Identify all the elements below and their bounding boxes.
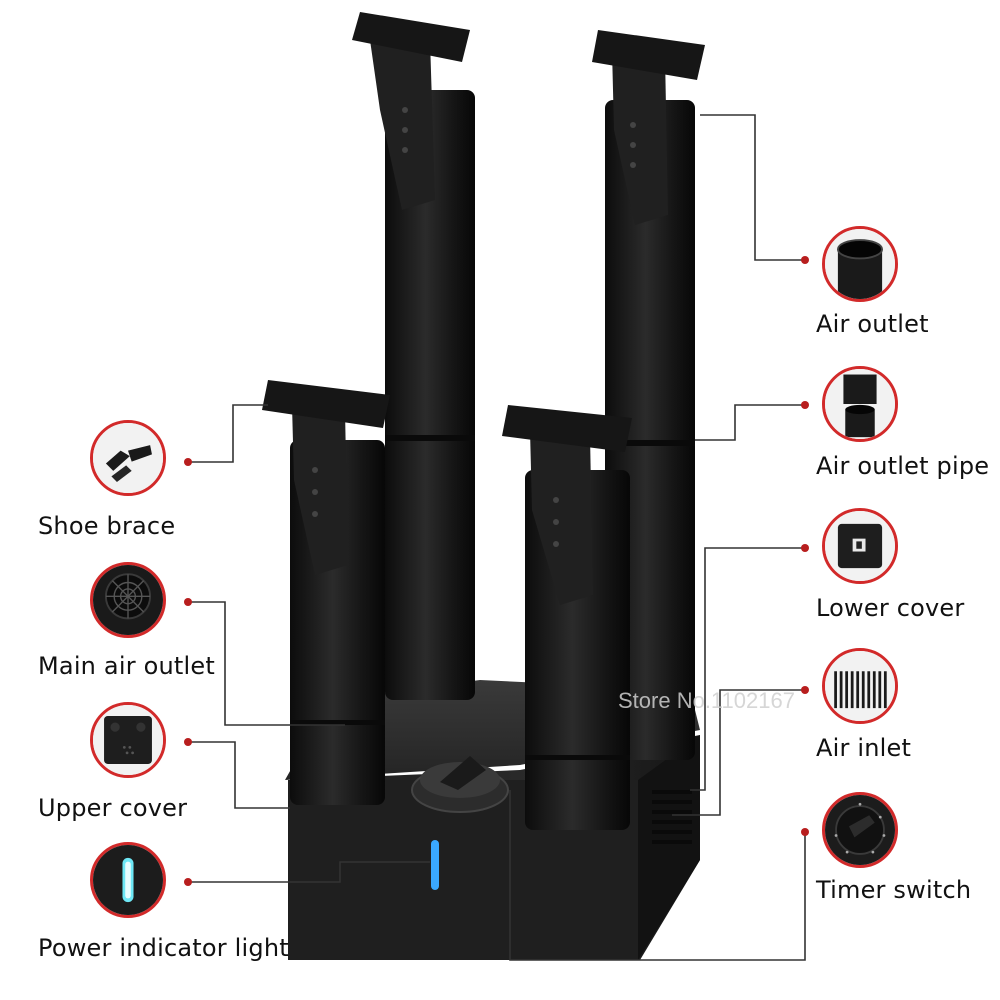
main-air-outlet-thumbnail xyxy=(90,562,166,638)
leader-dots xyxy=(184,256,809,886)
tube-back-left xyxy=(352,12,475,700)
leader-power-indicator xyxy=(188,861,430,883)
timer-knob xyxy=(411,756,509,813)
label-power-indicator-light: Power indicator light xyxy=(38,934,289,962)
label-air-inlet: Air inlet xyxy=(816,734,912,762)
shoe-brace-thumbnail xyxy=(90,420,166,496)
upper-cover-thumbnail xyxy=(90,702,166,778)
leader-main-air-outlet xyxy=(188,601,345,726)
tube-front-left xyxy=(262,380,390,805)
label-air-outlet-pipe: Air outlet pipe xyxy=(816,452,990,480)
leader-shoe-brace xyxy=(188,404,268,463)
store-watermark: Store No.1102167 xyxy=(618,688,795,713)
leader-lower-cover xyxy=(690,547,805,791)
leader-lines xyxy=(188,114,806,961)
air-outlet-thumbnail xyxy=(822,226,898,302)
label-shoe-brace: Shoe brace xyxy=(38,512,176,540)
leader-upper-cover xyxy=(188,741,290,809)
air-outlet-pipe-thumbnail xyxy=(822,366,898,442)
label-air-outlet: Air outlet xyxy=(816,310,929,338)
power-indicator-led xyxy=(431,840,439,890)
timer-switch-thumbnail xyxy=(822,792,898,868)
air-inlet-thumbnail xyxy=(822,648,898,724)
leader-air-outlet-pipe xyxy=(695,404,805,441)
leader-air-outlet xyxy=(700,114,805,261)
label-main-air-outlet: Main air outlet xyxy=(38,652,215,680)
tube-front-right xyxy=(502,405,632,830)
leader-timer-switch xyxy=(509,790,806,961)
power-indicator-thumbnail xyxy=(90,842,166,918)
label-timer-switch: Timer switch xyxy=(816,876,972,904)
label-lower-cover: Lower cover xyxy=(816,594,965,622)
lower-cover-thumbnail xyxy=(822,508,898,584)
label-upper-cover: Upper cover xyxy=(38,794,188,822)
leader-air-inlet xyxy=(672,689,805,816)
